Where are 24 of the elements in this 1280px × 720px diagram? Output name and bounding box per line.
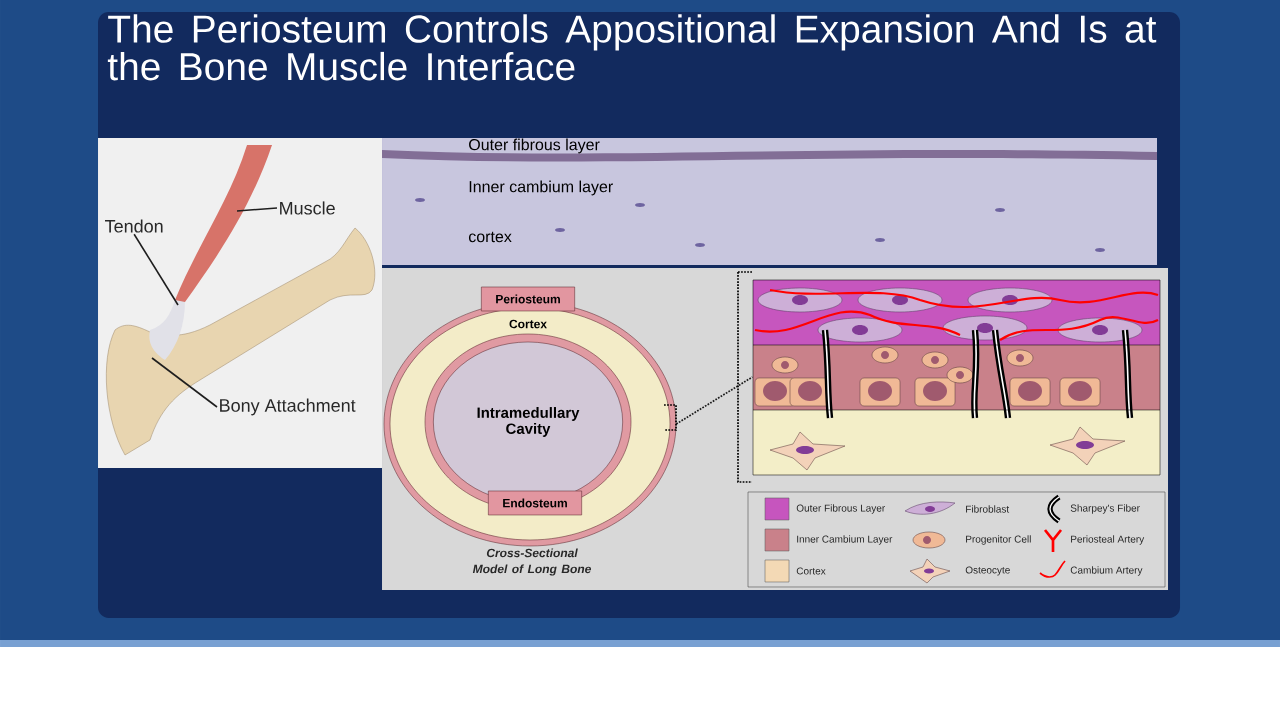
legend-label: Cortex [796, 567, 826, 575]
leader-line [133, 233, 179, 306]
figure-caption: Cross-Sectional Model of Long Bone [472, 548, 591, 576]
part-label: Muscle [280, 201, 335, 215]
slide-title: The Periosteum Controls Appositional Expansion And Is at the Bone Muscle Interface [107, 14, 1157, 81]
legend-label: Inner Cambium Layer [797, 535, 893, 545]
legend-label: Fibroblast [966, 505, 1010, 513]
layer-label: Outer fibrous layer [469, 138, 600, 154]
legend-label: Outer Fibrous Layer [796, 504, 885, 514]
leader-line [151, 357, 218, 408]
legend-label: Osteocyte [965, 566, 1010, 576]
leader-line [236, 207, 278, 212]
legend-label: Progenitor Cell [966, 535, 1031, 545]
layer-tag: Endosteum [488, 490, 582, 516]
legend-label: Cambium Artery [1070, 566, 1143, 576]
layer-label: cortex [468, 231, 512, 243]
legend-label: Sharpey's Fiber [1070, 504, 1140, 514]
periosteum-detail-drawing [752, 279, 1161, 476]
layer-label: Inner cambium layer [469, 180, 613, 196]
zoom-connector [675, 376, 754, 425]
layer-tag: Periosteum [481, 286, 575, 312]
part-label: Tendon [105, 219, 163, 233]
part-label: Bony Attachment [220, 398, 356, 416]
legend-label: Periosteal Artery [1071, 535, 1145, 545]
